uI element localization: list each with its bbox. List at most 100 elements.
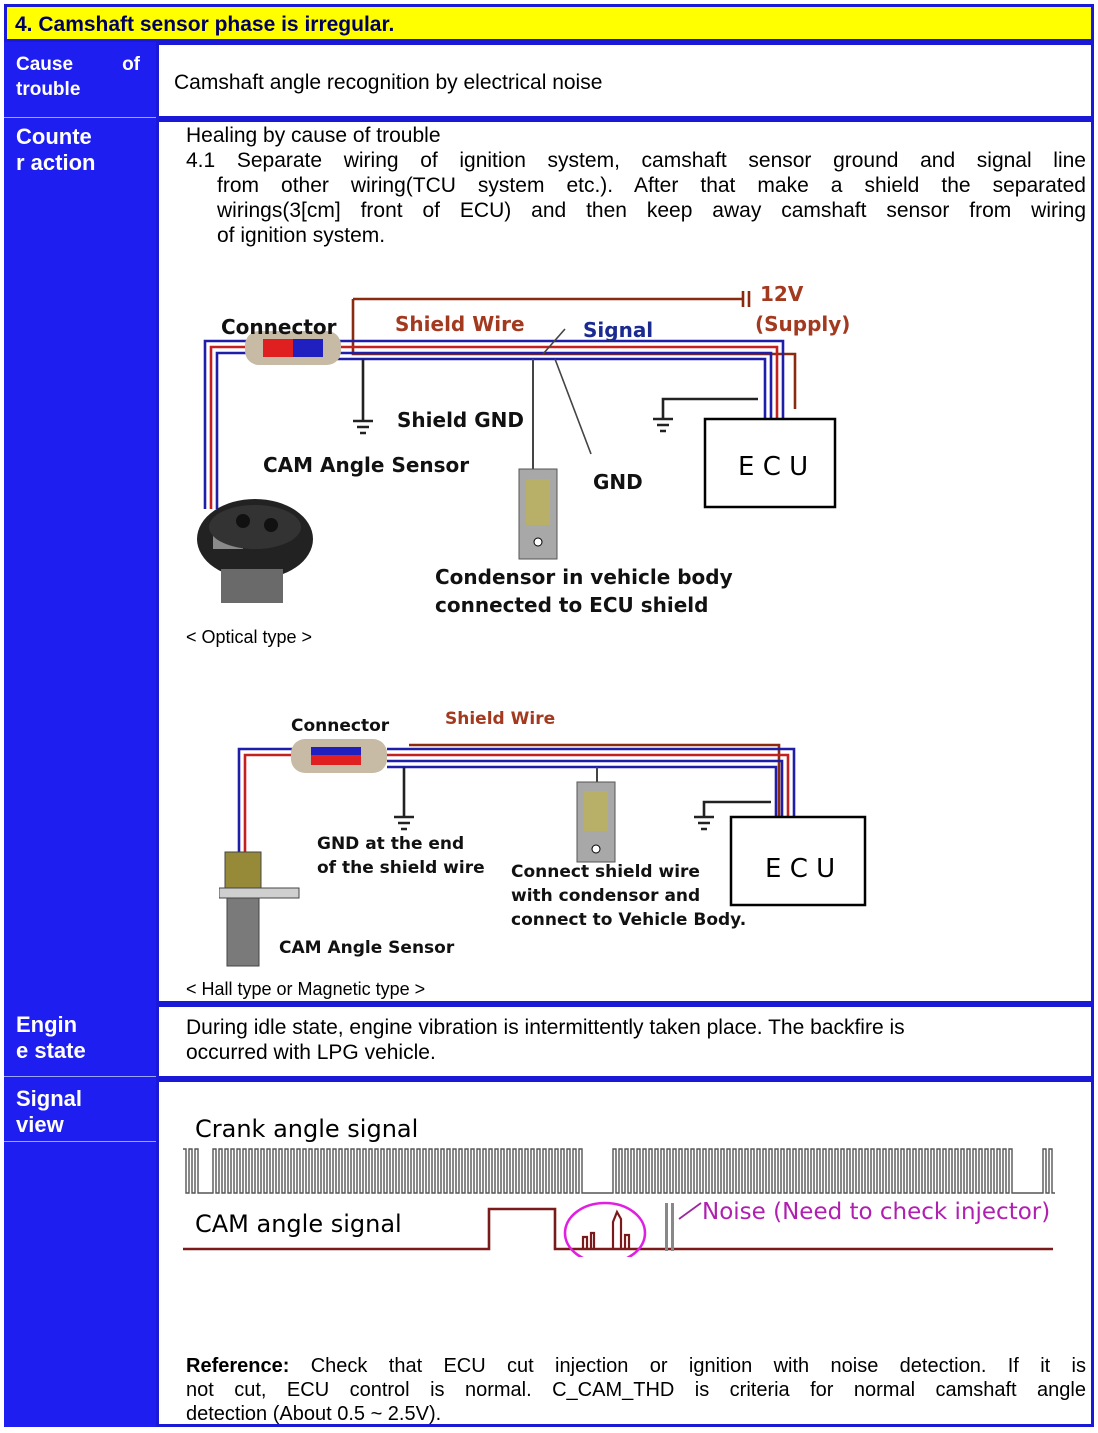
wire-blue-3 <box>271 357 767 419</box>
optical-cam-sensor-picture <box>197 499 313 603</box>
wire-red <box>271 345 779 419</box>
reference-line3: detection (About 0.5 ~ 2.5V). <box>186 1403 442 1425</box>
label-connector: Connector <box>291 716 390 736</box>
label-engine-state: Engin e state <box>16 1012 86 1064</box>
ground-symbol <box>394 767 414 831</box>
label-connect-line1: Connect shield wire <box>511 862 700 882</box>
label-line: Signal <box>16 1086 83 1111</box>
noise-pointer <box>678 1202 702 1220</box>
sensor-wire-1 <box>237 747 295 852</box>
label-ecu: E C U <box>738 452 808 482</box>
wire-blue-2 <box>387 759 784 817</box>
crank-angle-waveform <box>183 1148 1055 1194</box>
ground-symbol <box>694 815 714 831</box>
ecu-box <box>729 815 867 907</box>
hall-type-wiring-diagram: Connector Shield Wire GND at the end of … <box>219 709 867 967</box>
label-connector: Connector <box>221 315 337 339</box>
label-line: e state <box>16 1038 86 1063</box>
label-condensor-line1: Condensor in vehicle body <box>435 565 733 589</box>
text-line: 4.1 Separate wiring of ignition system, … <box>186 149 1086 172</box>
label-cause-of-trouble: Cause of trouble <box>16 52 140 102</box>
sensor-wire-2 <box>243 753 295 852</box>
label-separator <box>4 117 156 118</box>
wire-red <box>387 753 790 817</box>
text-line: wirings(3[cm] front of ECU) and then kee… <box>217 199 1086 222</box>
condensor-window <box>526 479 550 525</box>
label-gnd-end-line1: GND at the end <box>317 834 464 854</box>
counter-item-4-1: 4.1 Separate wiring of ignition system, … <box>186 148 1086 248</box>
label-connect-line3: connect to Vehicle Body. <box>511 910 746 930</box>
label-shield-wire: Shield Wire <box>445 709 555 729</box>
section-title-bar: 4. Camshaft sensor phase is irregular. <box>4 4 1094 42</box>
label-cam-angle-sensor: CAM Angle Sensor <box>263 453 469 477</box>
text-line: from other wiring(TCU system etc.). Afte… <box>217 174 1086 197</box>
label-shield-wire: Shield Wire <box>395 312 525 336</box>
text-line: occurred with LPG vehicle. <box>186 1041 436 1064</box>
reference-line1: Check that ECU cut injection or ignition… <box>289 1355 1086 1377</box>
noise-circle <box>563 1201 647 1257</box>
optical-type-wiring-diagram: Connector Shield Wire Signal 12V (Supply… <box>197 282 850 617</box>
counter-action-cell: Healing by cause of trouble 4.1 Separate… <box>156 119 1094 1004</box>
capacitor-symbol <box>741 291 751 307</box>
counter-heading: Healing by cause of trouble <box>186 124 441 147</box>
connector-red-half <box>263 339 293 357</box>
label-line: Engin <box>16 1012 78 1037</box>
shield-wire <box>409 743 781 817</box>
label-counter-action: Counte r action <box>16 124 95 176</box>
gnd-pointer <box>554 358 592 455</box>
label-gnd: GND <box>593 470 643 494</box>
label-cause-word: Cause <box>16 54 74 75</box>
text-line: Reference: Check that ECU cut injection … <box>186 1354 1086 1378</box>
sensor-wire-3 <box>215 351 251 509</box>
condensor-terminal <box>591 844 601 854</box>
label-of-word: of <box>122 54 140 75</box>
wire-blue-3 <box>387 765 778 817</box>
wire-blue-2 <box>271 351 773 419</box>
connector-red <box>311 755 361 765</box>
ground-symbol <box>653 417 673 433</box>
hall-type-caption: < Hall type or Magnetic type > <box>186 979 426 999</box>
sensor-wire-1 <box>203 339 251 509</box>
condensor-window <box>584 791 608 831</box>
label-line: Counte <box>16 124 92 149</box>
hall-sensor-head <box>224 851 262 889</box>
signal-view-cell: Crank angle signal CAM angle signal Nois… <box>156 1079 1094 1427</box>
cause-text: Camshaft angle recognition by electrical… <box>174 71 603 94</box>
ground-symbol <box>353 359 373 435</box>
crank-signal-label: Crank angle signal <box>195 1115 418 1143</box>
connector-blue-half <box>293 339 323 357</box>
label-signal-view: Signal view <box>16 1086 82 1138</box>
ecu-box <box>703 417 837 509</box>
gnd-wire <box>661 397 758 419</box>
reference-note: Reference: Check that ECU cut injection … <box>186 1354 1086 1426</box>
label-supply-voltage: 12V <box>760 282 804 306</box>
condensor-terminal <box>533 537 543 547</box>
label-condensor-line2: connected to ECU shield <box>435 593 708 617</box>
reference-heading: Reference: <box>186 1355 290 1377</box>
label-gnd-end-line2: of the shield wire <box>317 858 485 878</box>
hall-sensor-flange <box>219 887 300 899</box>
crank-pulse-train <box>183 1148 1055 1194</box>
optical-type-caption: < Optical type > <box>186 627 313 647</box>
label-ecu: E C U <box>765 854 835 884</box>
label-supply: (Supply) <box>755 312 850 336</box>
noise-label: Noise (Need to check injector) <box>702 1199 1050 1225</box>
wire-blue-1 <box>271 339 785 419</box>
label-shield-gnd: Shield GND <box>397 408 524 432</box>
text-line: During idle state, engine vibration is i… <box>186 1016 905 1039</box>
engine-state-cell: During idle state, engine vibration is i… <box>156 1004 1094 1079</box>
text-line: of ignition system. <box>217 224 386 247</box>
label-connect-line2: with condensor and <box>511 886 700 906</box>
signal-pointer <box>542 328 566 355</box>
signal-waveform-chart: Crank angle signal CAM angle signal Nois… <box>183 1115 1055 1257</box>
label-line: r action <box>16 150 96 175</box>
label-separator <box>4 1076 156 1077</box>
engine-state-text: During idle state, engine vibration is i… <box>186 1015 905 1065</box>
noise-marker-1 <box>665 1203 668 1251</box>
wire-blue-1 <box>387 747 796 817</box>
label-trouble-word: trouble <box>16 79 81 100</box>
connector-blue <box>311 747 361 755</box>
label-separator <box>4 1141 156 1142</box>
cause-cell: Camshaft angle recognition by electrical… <box>156 42 1094 119</box>
